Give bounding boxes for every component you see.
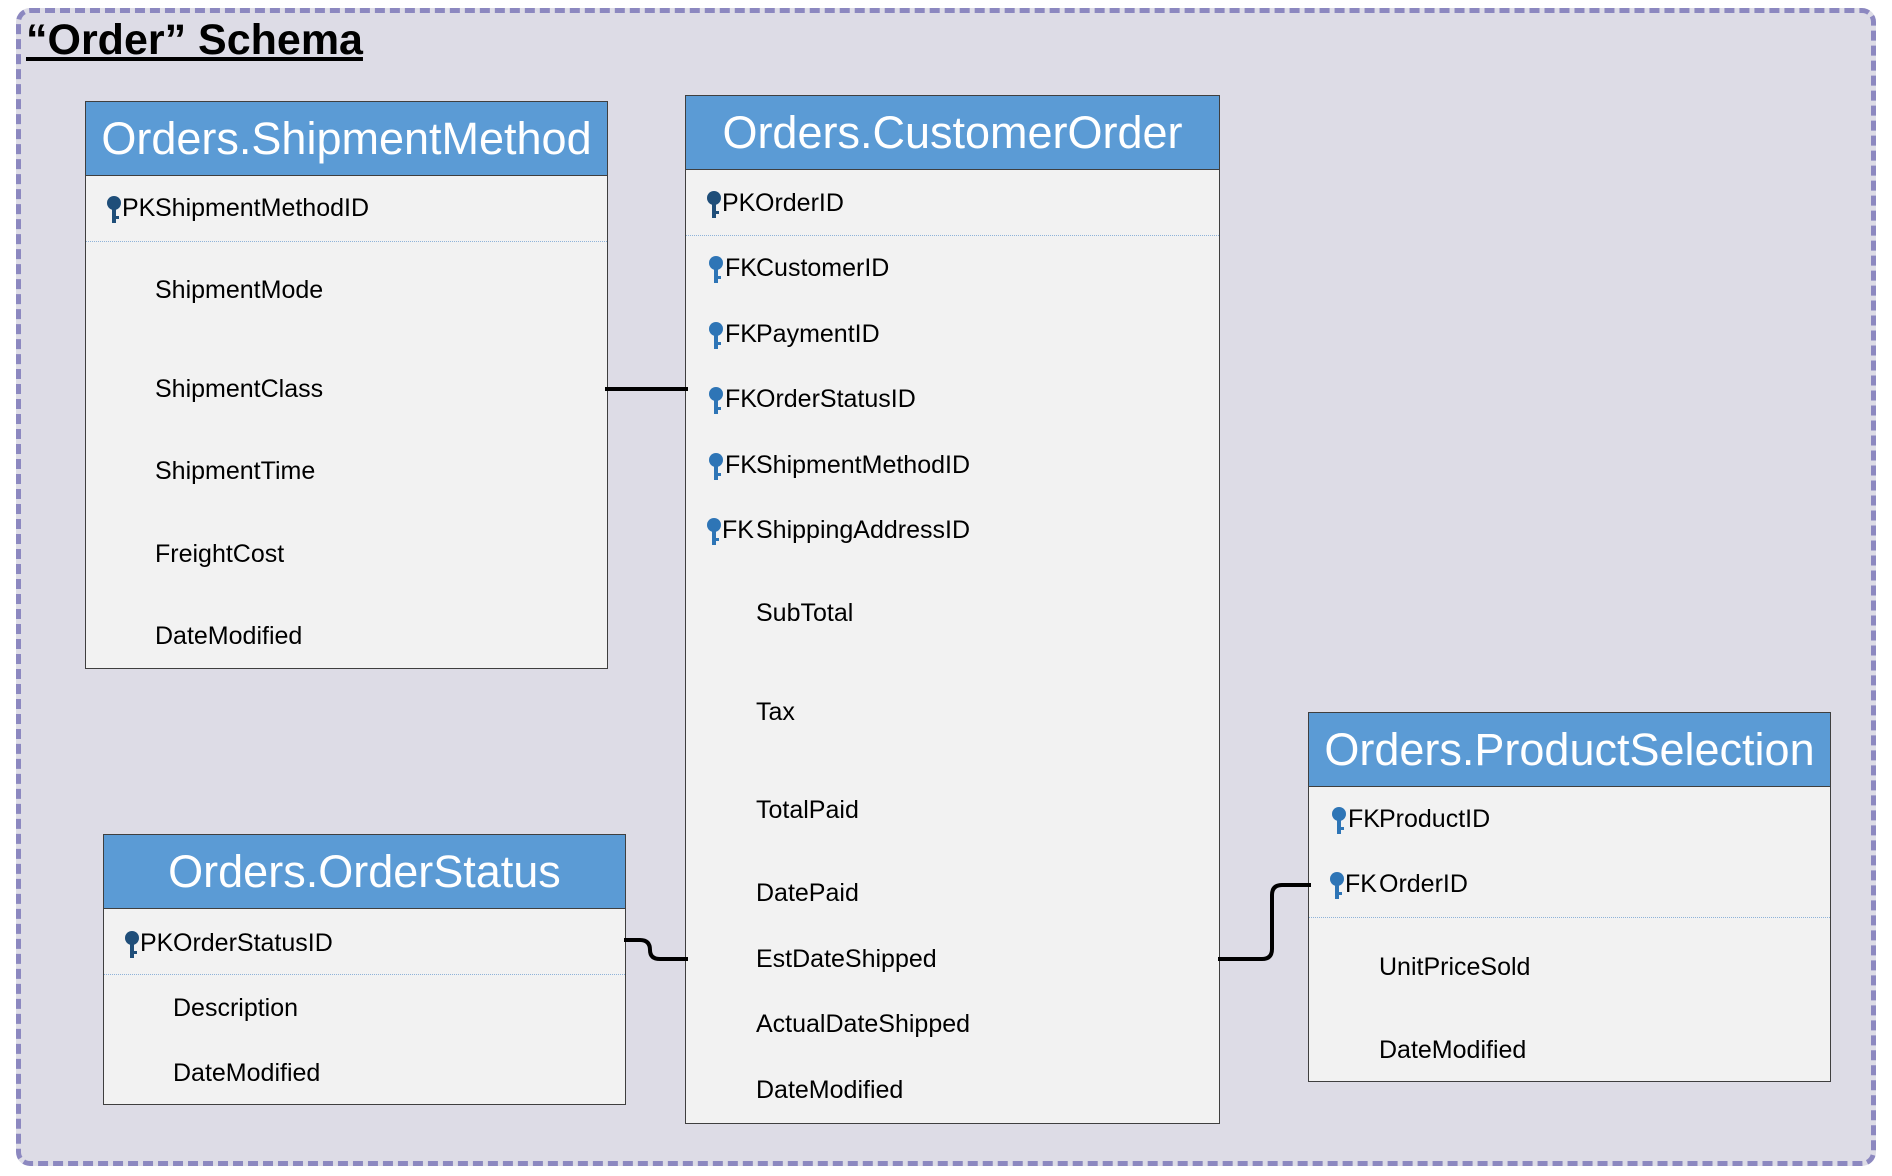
key-type-label: PK	[140, 929, 174, 957]
table-title: Orders.OrderStatus	[104, 835, 625, 909]
column-name: ShipmentClass	[155, 375, 324, 403]
column-row[interactable]: Tax	[686, 695, 1219, 729]
table-title: Orders.ShipmentMethod	[86, 102, 607, 176]
column-name: UnitPriceSold	[1379, 953, 1531, 981]
key-row[interactable]: FK CustomerID	[686, 251, 1219, 285]
key-icon	[709, 453, 723, 480]
column-name: DateModified	[756, 1076, 904, 1104]
column-name: DateModified	[173, 1059, 321, 1087]
column-row[interactable]: EstDateShipped	[686, 942, 1219, 976]
column-name: FreightCost	[155, 540, 285, 568]
key-separator	[1309, 917, 1830, 918]
column-row[interactable]: DateModified	[1309, 1033, 1830, 1067]
column-row[interactable]: FreightCost	[86, 537, 607, 571]
column-name: EstDateShipped	[756, 945, 937, 973]
column-name: OrderStatusID	[756, 385, 916, 413]
key-row[interactable]: FK ShippingAddressID	[686, 513, 1219, 547]
column-name: Tax	[756, 698, 795, 726]
key-separator	[104, 974, 625, 975]
table-shipment-method[interactable]: Orders.ShipmentMethod PK ShipmentMethodI…	[85, 101, 608, 669]
column-name: ActualDateShipped	[756, 1010, 971, 1038]
key-row[interactable]: FK ProductID	[1309, 802, 1830, 836]
key-type-label: FK	[725, 254, 757, 282]
column-name: ShipmentTime	[155, 457, 316, 485]
key-row[interactable]: PK OrderStatusID	[104, 926, 625, 960]
column-name: CustomerID	[756, 254, 890, 282]
key-type-label: PK	[722, 189, 756, 217]
column-row[interactable]: ActualDateShipped	[686, 1007, 1219, 1041]
schema-title: “Order” Schema	[26, 16, 363, 64]
key-separator	[86, 241, 607, 242]
key-icon	[707, 518, 721, 545]
key-icon	[709, 387, 723, 414]
key-row[interactable]: PK OrderID	[686, 186, 1219, 220]
column-name: OrderStatusID	[173, 929, 333, 957]
key-row[interactable]: FK OrderStatusID	[686, 382, 1219, 416]
column-row[interactable]: DateModified	[104, 1056, 625, 1090]
key-type-label: FK	[1348, 805, 1380, 833]
key-icon	[709, 322, 723, 349]
key-row[interactable]: FK OrderID	[1309, 867, 1830, 901]
key-icon	[707, 191, 721, 218]
table-title: Orders.ProductSelection	[1309, 713, 1830, 787]
column-row[interactable]: SubTotal	[686, 596, 1219, 630]
column-row[interactable]: DateModified	[686, 1073, 1219, 1107]
column-name: DateModified	[1379, 1036, 1527, 1064]
column-name: ShipmentMethodID	[155, 194, 370, 222]
column-name: OrderID	[1379, 870, 1468, 898]
key-row[interactable]: PK ShipmentMethodID	[86, 191, 607, 225]
table-product-selection[interactable]: Orders.ProductSelection FK ProductID FK …	[1308, 712, 1831, 1082]
key-icon	[1332, 807, 1346, 834]
column-row[interactable]: ShipmentClass	[86, 372, 607, 406]
key-type-label: FK	[725, 451, 757, 479]
column-name: ShippingAddressID	[756, 516, 971, 544]
key-icon	[1330, 872, 1344, 899]
table-title: Orders.CustomerOrder	[686, 96, 1219, 170]
table-order-status[interactable]: Orders.OrderStatus PK OrderStatusID Desc…	[103, 834, 626, 1105]
column-name: DateModified	[155, 622, 303, 650]
column-row[interactable]: DatePaid	[686, 876, 1219, 910]
key-icon	[709, 256, 723, 283]
column-row[interactable]: TotalPaid	[686, 793, 1219, 827]
key-type-label: FK	[725, 385, 757, 413]
key-type-label: FK	[722, 516, 754, 544]
column-row[interactable]: Description	[104, 991, 625, 1025]
column-name: ShipmentMethodID	[756, 451, 971, 479]
key-type-label: PK	[122, 194, 156, 222]
key-separator	[686, 235, 1219, 236]
column-name: ShipmentMode	[155, 276, 324, 304]
column-name: Description	[173, 994, 299, 1022]
table-customer-order[interactable]: Orders.CustomerOrder PK OrderID FK Custo…	[685, 95, 1220, 1124]
key-row[interactable]: FK PaymentID	[686, 317, 1219, 351]
column-name: DatePaid	[756, 879, 859, 907]
column-name: ProductID	[1379, 805, 1491, 833]
key-type-label: FK	[1345, 870, 1377, 898]
key-type-label: FK	[725, 320, 757, 348]
column-row[interactable]: ShipmentTime	[86, 454, 607, 488]
column-row[interactable]: UnitPriceSold	[1309, 950, 1830, 984]
column-name: PaymentID	[756, 320, 880, 348]
column-row[interactable]: ShipmentMode	[86, 273, 607, 307]
key-icon	[125, 931, 139, 958]
column-name: TotalPaid	[756, 796, 859, 824]
key-icon	[107, 196, 121, 223]
column-name: OrderID	[755, 189, 844, 217]
key-row[interactable]: FK ShipmentMethodID	[686, 448, 1219, 482]
column-row[interactable]: DateModified	[86, 619, 607, 653]
column-name: SubTotal	[756, 599, 854, 627]
